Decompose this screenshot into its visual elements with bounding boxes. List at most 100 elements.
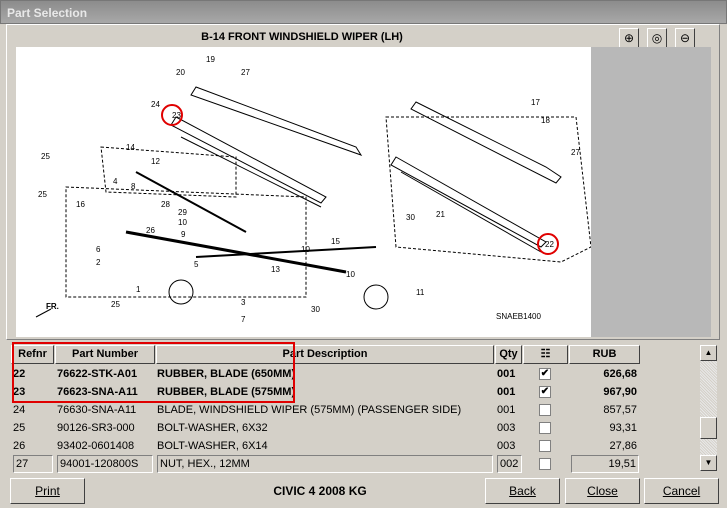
callout-number[interactable]: 1	[136, 285, 141, 294]
table-row[interactable]: 25 90126-SR3-000 BOLT-WASHER, 6X32 003 93,31	[11, 419, 641, 437]
scroll-down-button[interactable]: ▼	[700, 455, 717, 471]
callout-number[interactable]: 19	[206, 55, 215, 64]
callout-number[interactable]: 15	[331, 237, 340, 246]
callout-number[interactable]: 22	[545, 240, 554, 249]
close-button[interactable]: Close	[565, 478, 640, 504]
cell-description: RUBBER, BLADE (650MM)	[157, 368, 296, 380]
cell-qty: 001	[497, 404, 516, 416]
select-checkbox[interactable]	[539, 440, 551, 452]
callout-number[interactable]: 4	[113, 177, 118, 186]
cell-price: 93,31	[609, 422, 637, 434]
callout-number[interactable]: 3	[241, 298, 246, 307]
cell-qty: 002	[497, 455, 522, 473]
print-button[interactable]: Print	[10, 478, 85, 504]
back-button[interactable]: Back	[485, 478, 560, 504]
diagram-title: B-14 FRONT WINDSHIELD WIPER (LH)	[201, 31, 403, 43]
callout-number[interactable]: 25	[111, 300, 120, 309]
zoom-out-button[interactable]: ⊖	[675, 28, 695, 48]
diagram-panel: B-14 FRONT WINDSHIELD WIPER (LH) ⊕ ◎ ⊖	[6, 24, 720, 340]
zoom-fit-icon: ◎	[651, 31, 663, 45]
callout-number[interactable]: 25	[41, 152, 50, 161]
callout-number[interactable]: 2	[96, 258, 101, 267]
callout-number[interactable]: 18	[541, 116, 550, 125]
cell-part-number: 93402-0601408	[57, 440, 135, 452]
callout-number[interactable]: 26	[146, 226, 155, 235]
header-part-number[interactable]: Part Number	[55, 345, 155, 364]
callout-number[interactable]: 7	[241, 315, 246, 324]
cell-description: BOLT-WASHER, 6X14	[157, 440, 268, 452]
cell-description: RUBBER, BLADE (575MM)	[157, 386, 296, 398]
vehicle-info: CIVIC 4 2008 KG	[273, 484, 367, 498]
callout-number[interactable]: 14	[126, 143, 135, 152]
callout-number[interactable]: 5	[194, 260, 199, 269]
callout-number[interactable]: 27	[571, 148, 580, 157]
cell-description: BOLT-WASHER, 6X32	[157, 422, 268, 434]
select-checkbox[interactable]	[539, 422, 551, 434]
cell-qty: 001	[497, 386, 516, 398]
cell-price: 27,86	[609, 440, 637, 452]
select-checkbox[interactable]	[539, 458, 551, 470]
cell-description: NUT, HEX., 12MM	[157, 455, 493, 473]
zoom-in-icon: ⊕	[623, 31, 635, 45]
callout-number[interactable]: 29	[178, 208, 187, 217]
cancel-button[interactable]: Cancel	[644, 478, 719, 504]
header-description[interactable]: Part Description	[156, 345, 494, 364]
cell-part-number: 90126-SR3-000	[57, 422, 135, 434]
cell-part-number: 94001-120800S	[57, 455, 153, 473]
header-qty[interactable]: Qty	[495, 345, 522, 364]
callout-number[interactable]: 16	[76, 200, 85, 209]
cell-qty: 001	[497, 368, 516, 380]
diagram-margin	[591, 47, 711, 337]
zoom-in-button[interactable]: ⊕	[619, 28, 639, 48]
select-checkbox[interactable]	[539, 404, 551, 416]
cell-refnr: 23	[13, 386, 26, 398]
cell-price: 626,68	[603, 368, 637, 380]
cell-refnr: 24	[13, 404, 26, 416]
callout-number[interactable]: 12	[151, 157, 160, 166]
callout-number[interactable]: 25	[38, 190, 47, 199]
callout-number[interactable]: 30	[311, 305, 320, 314]
header-select[interactable]: ☷	[523, 345, 568, 364]
front-label: FR.	[46, 302, 59, 311]
callout-number[interactable]: 10	[301, 245, 310, 254]
cell-description: BLADE, WINDSHIELD WIPER (575MM) (PASSENG…	[157, 404, 462, 416]
cell-price: 19,51	[571, 455, 639, 473]
cell-refnr: 25	[13, 422, 26, 434]
select-checkbox[interactable]: ✔	[539, 368, 551, 380]
scroll-up-button[interactable]: ▲	[700, 345, 717, 361]
table-scrollbar[interactable]: ▲ ▼	[700, 345, 717, 471]
callout-number[interactable]: 24	[151, 100, 160, 109]
callout-number[interactable]: 28	[161, 200, 170, 209]
callout-number[interactable]: 6	[96, 245, 101, 254]
header-price[interactable]: RUB	[569, 345, 640, 364]
callout-number[interactable]: 9	[181, 230, 186, 239]
cell-qty: 003	[497, 422, 516, 434]
header-refnr[interactable]: Refnr	[11, 345, 54, 364]
highlight-box	[12, 342, 295, 403]
callout-number[interactable]: 10	[346, 270, 355, 279]
callout-number[interactable]: 30	[406, 213, 415, 222]
cell-price: 857,57	[603, 404, 637, 416]
callout-number[interactable]: 17	[531, 98, 540, 107]
callout-number[interactable]: 20	[176, 68, 185, 77]
cart-list-icon: ☷	[540, 348, 551, 360]
callout-number[interactable]: 10	[178, 218, 187, 227]
callout-number[interactable]: 8	[131, 182, 136, 191]
callout-number[interactable]: 13	[271, 265, 280, 274]
callout-number[interactable]: 27	[241, 68, 250, 77]
zoom-fit-button[interactable]: ◎	[647, 28, 667, 48]
callout-number[interactable]: 21	[436, 210, 445, 219]
callout-number[interactable]: 11	[416, 288, 425, 297]
callout-number[interactable]: 23	[172, 111, 181, 120]
parts-table: Refnr Part Number Part Description Qty ☷…	[11, 345, 697, 473]
diagram-code: SNAEB1400	[496, 312, 541, 321]
scroll-thumb[interactable]	[700, 417, 717, 439]
select-checkbox[interactable]: ✔	[539, 386, 551, 398]
